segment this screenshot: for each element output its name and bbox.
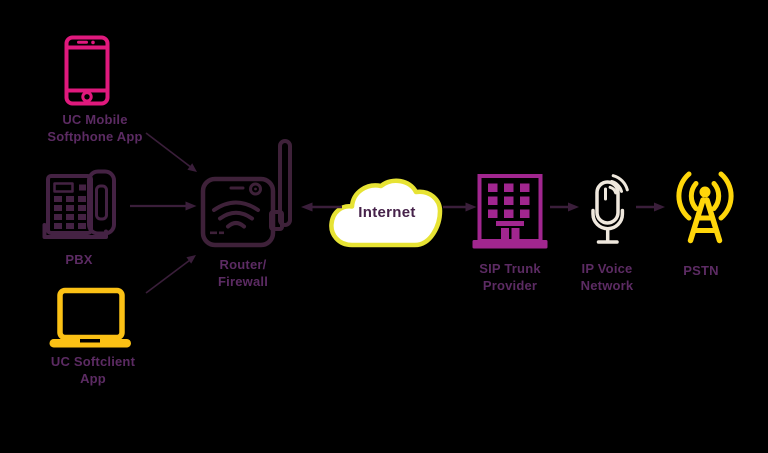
radio-waves-icon: [676, 171, 734, 221]
label-line: SIP Trunk: [479, 261, 541, 276]
router-firewall-label: Router/ Firewall: [218, 256, 268, 290]
desk-phone-icon: [42, 169, 116, 239]
label-line: Softphone App: [47, 129, 143, 144]
label-line: Internet: [358, 204, 416, 221]
arrow-softclient-to-router: [145, 255, 196, 294]
arrow-internet-to-router: [301, 202, 342, 212]
label-line: PBX: [65, 252, 93, 267]
building-windows: [488, 183, 530, 241]
wifi-signal-icon: [212, 200, 260, 229]
sound-waves-icon: [608, 174, 629, 195]
label-line: IP Voice: [581, 261, 633, 276]
internet-label: Internet: [358, 204, 415, 221]
router-ports: [210, 231, 224, 235]
pstn-label: PSTN: [683, 262, 718, 279]
sip-trunk-label: SIP Trunk Provider: [479, 260, 541, 294]
connection-arrows: [130, 132, 665, 294]
ip-voice-label: IP Voice Network: [581, 260, 634, 294]
uc-mobile-label: UC Mobile Softphone App: [47, 111, 142, 145]
arrow-pbx-to-router: [130, 201, 197, 211]
label-line: App: [80, 371, 106, 386]
label-line: Router/: [219, 257, 267, 272]
label-line: Network: [580, 278, 634, 293]
microphone-icon: [591, 174, 629, 244]
arrow-ipvoice-to-pstn: [636, 202, 665, 212]
label-line: UC Mobile: [62, 112, 128, 127]
arrow-mobile-to-router: [145, 132, 197, 172]
uc-softclient-label: UC Softclient App: [51, 353, 135, 387]
laptop-icon: [49, 287, 131, 348]
label-line: Firewall: [217, 274, 269, 289]
smartphone-icon: [64, 35, 110, 106]
label-line: Provider: [482, 278, 538, 293]
keypad-keys: [54, 196, 86, 229]
pbx-label: PBX: [65, 251, 92, 268]
arrow-siptrunk-to-ipvoice: [550, 202, 579, 212]
office-building-icon: [472, 174, 548, 249]
cloud-icon: [329, 178, 443, 248]
wifi-router-icon: [200, 139, 292, 248]
arrow-internet-to-siptrunk: [443, 202, 477, 212]
label-line: UC Softclient: [50, 354, 136, 369]
radio-tower-icon: [676, 171, 734, 244]
label-line: PSTN: [683, 263, 719, 278]
